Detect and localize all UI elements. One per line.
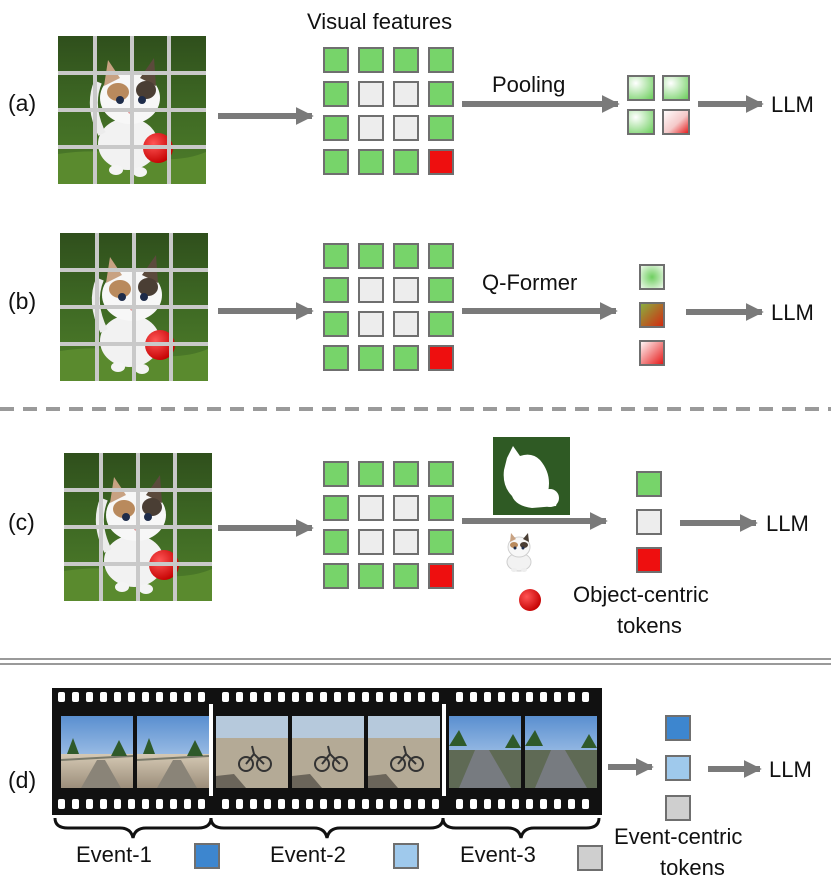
event-3-token — [577, 845, 603, 871]
event-tokens — [665, 715, 691, 821]
film-frame-5 — [367, 715, 441, 789]
film-frame-2 — [136, 715, 210, 789]
brace-event-2 — [209, 817, 445, 839]
event-centric-caption-2: tokens — [660, 855, 725, 880]
qformer-tokens — [639, 264, 665, 366]
brace-event-1 — [53, 817, 213, 839]
event-3-label: Event-3 — [460, 842, 536, 867]
film-frame-4 — [291, 715, 365, 789]
film-strip — [52, 688, 602, 815]
event-2-label: Event-2 — [270, 842, 346, 867]
event-1-label: Event-1 — [76, 842, 152, 867]
llm-label-d: LLM — [769, 757, 812, 782]
panel-label-b: (b) — [8, 288, 36, 314]
film-frame-6 — [449, 716, 521, 788]
panel-label-c: (c) — [8, 509, 35, 535]
feature-grid-c — [323, 461, 454, 589]
film-frame-7 — [525, 716, 597, 788]
film-frame-3 — [215, 715, 289, 789]
panel-label-d: (d) — [8, 767, 36, 793]
pooled-tokens — [627, 75, 690, 135]
brace-event-3 — [441, 817, 601, 839]
visual-features-title: Visual features — [307, 9, 452, 34]
llm-label-c: LLM — [766, 511, 809, 536]
llm-label-a: LLM — [771, 92, 814, 117]
red-ball-icon — [519, 589, 541, 611]
film-frame-1 — [60, 715, 134, 789]
event-2-token — [393, 843, 419, 869]
object-centric-caption-1: Object-centric — [573, 582, 709, 607]
object-centric-caption-2: tokens — [617, 613, 682, 638]
kitten-icon — [506, 532, 532, 573]
feature-grid-b — [323, 243, 454, 371]
object-tokens — [636, 471, 662, 573]
event-1-token — [194, 843, 220, 869]
event-centric-caption-1: Event-centric — [614, 824, 742, 849]
panel-label-a: (a) — [8, 90, 36, 116]
llm-label-b: LLM — [771, 300, 814, 325]
feature-grid-a — [323, 47, 454, 175]
kitten-image-c — [64, 453, 212, 601]
cat-silhouette-mask-icon — [493, 437, 570, 515]
kitten-image-a — [58, 36, 206, 184]
qformer-label: Q-Former — [482, 270, 577, 295]
pooling-label: Pooling — [492, 72, 565, 97]
kitten-image-b — [60, 233, 208, 381]
